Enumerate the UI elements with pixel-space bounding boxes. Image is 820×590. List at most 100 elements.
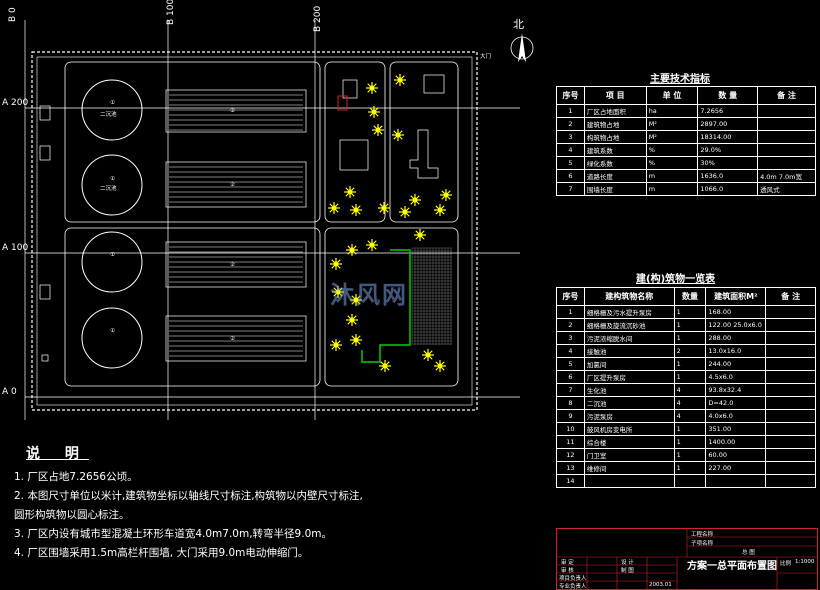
tech-row-cell: m — [645, 182, 699, 196]
tree-icon — [350, 334, 362, 346]
title-project: 工程名称 — [691, 532, 714, 538]
building-table-title: 建(构)筑物一览表 — [636, 274, 716, 285]
building-row-cell: 4 — [673, 409, 707, 423]
note-line: 4. 厂区围墙采用1.5m高栏杆围墙, 大门采用9.0m电动伸缩门。 — [14, 547, 309, 559]
title-design: 设 计 — [621, 560, 634, 566]
building-row-cell: 细格栅及污水提升泵房 — [583, 305, 675, 319]
building-row-cell: 2 — [556, 318, 585, 332]
building-row-cell — [765, 383, 816, 397]
building-row-cell: 细格栅及旋流沉砂池 — [583, 318, 675, 332]
tech-header: 序号 — [556, 86, 585, 105]
tree-icon — [372, 124, 384, 136]
building-header: 建筑面积M² — [705, 287, 767, 306]
building-row-cell: 接触池 — [583, 344, 675, 358]
building-row-cell: 4 — [673, 396, 707, 410]
building-header: 序号 — [556, 287, 585, 306]
tree-icon — [344, 186, 356, 198]
tech-row-cell: 透风式 — [757, 182, 816, 196]
title-scale-value: 1:1000 — [795, 559, 815, 565]
tech-row-cell — [757, 117, 816, 131]
tree-icon — [440, 189, 452, 201]
building-row-cell: 1400.00 — [705, 435, 767, 449]
north-arrow-icon — [510, 33, 534, 62]
building-row-cell: 2 — [673, 344, 707, 358]
tree-icon — [330, 258, 342, 270]
tech-header: 数 量 — [697, 86, 759, 105]
tree-icon — [409, 194, 421, 206]
tank-label: ① — [110, 176, 115, 182]
axis-label-b100: B 100 — [166, 0, 176, 25]
tank-label: ① — [110, 252, 115, 258]
building-row-cell: 122.00 25.0x6.0 — [705, 318, 767, 332]
building-row-cell — [765, 435, 816, 449]
building-row-cell: 1 — [673, 448, 707, 462]
tree-icon — [394, 74, 406, 86]
tree-icon — [332, 286, 344, 298]
notes-title: 说 明 — [26, 446, 89, 462]
building-row-cell — [765, 305, 816, 319]
title-chief1: 项目负责人 — [559, 576, 587, 582]
building-row-cell — [765, 396, 816, 410]
tech-row-cell: % — [645, 156, 699, 170]
building-row-cell — [705, 474, 767, 488]
tech-row-cell: 构筑物占地 — [583, 130, 647, 144]
building-header: 建构筑物名称 — [583, 287, 675, 306]
tree-icon — [399, 206, 411, 218]
tech-row-cell: 1 — [556, 104, 585, 118]
tech-row-cell: 6 — [556, 169, 585, 183]
building-row-cell: 60.00 — [705, 448, 767, 462]
tech-row-cell: 4.0m 7.0m宽 — [757, 169, 816, 183]
tree-icon — [434, 360, 446, 372]
building-row-cell: 厂区提升泵房 — [583, 370, 675, 384]
tree-icon — [366, 239, 378, 251]
building-row-cell — [765, 474, 816, 488]
tree-icon — [422, 349, 434, 361]
building-row-cell: 4.5x6.0 — [705, 370, 767, 384]
tech-row-cell: 厂区占地面积 — [583, 104, 647, 118]
note-line: 2. 本图尺寸单位以米计,建筑物坐标以轴线尺寸标注,构筑物以内壁尺寸标注, — [14, 490, 363, 502]
note-line: 圆形构筑物以圆心标注。 — [14, 509, 130, 521]
building-row: 14 — [556, 474, 816, 488]
building-row-cell — [765, 422, 816, 436]
building-row-cell: 168.00 — [705, 305, 767, 319]
building-header: 备 注 — [765, 287, 816, 306]
basin-label: ② — [230, 107, 235, 114]
building-row-cell — [765, 461, 816, 475]
tank-label: ① — [110, 100, 115, 106]
note-line: 3. 厂区内设有城市型混凝土环形车道宽4.0m7.0m,转弯半径9.0m。 — [14, 528, 332, 540]
building-row-cell: 鼓风机房变电所 — [583, 422, 675, 436]
tree-icon — [366, 82, 378, 94]
tech-row-cell: ha — [645, 104, 699, 118]
building-row-cell — [765, 448, 816, 462]
title-r1: 总 图 — [742, 550, 755, 556]
basin-label: ② — [230, 181, 235, 188]
axis-label-a0: A 0 — [2, 387, 17, 397]
drawing-title: 方案一总平面布置图 — [687, 561, 777, 572]
tech-row-cell: % — [645, 143, 699, 157]
tech-row-cell: 绿化系数 — [583, 156, 647, 170]
building-row-cell — [583, 474, 675, 488]
building-row-cell: 244.00 — [705, 357, 767, 371]
building-row-cell: 13 — [556, 461, 585, 475]
axis-label-a100: A 100 — [2, 243, 28, 253]
tech-row-cell: 7 — [556, 182, 585, 196]
tree-icon — [392, 129, 404, 141]
building-row-cell: 1 — [673, 435, 707, 449]
tech-row-cell: 建筑系数 — [583, 143, 647, 157]
building-row-cell: 5 — [556, 357, 585, 371]
building-row-cell: 4 — [673, 383, 707, 397]
tech-row-cell: 5 — [556, 156, 585, 170]
axis-label-b0: B 0 — [8, 7, 18, 22]
watermark: 沐风网 — [330, 281, 408, 309]
tech-row-cell — [757, 104, 816, 118]
building-row-cell — [673, 474, 707, 488]
building-row-cell: 93.8x32.4 — [705, 383, 767, 397]
